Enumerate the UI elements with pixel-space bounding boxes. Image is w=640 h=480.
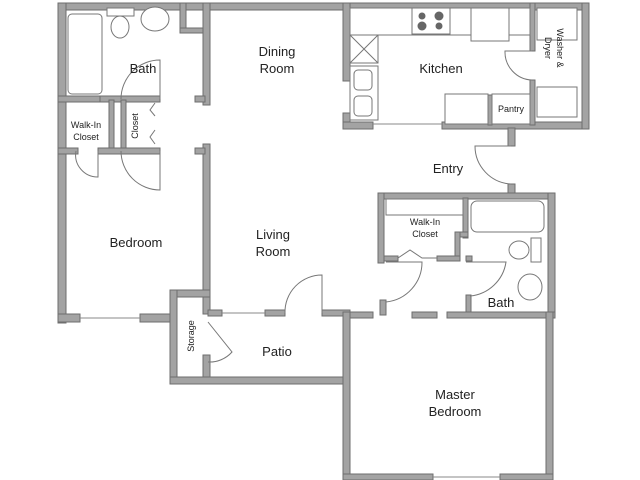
wall — [487, 94, 493, 126]
dishwasher-x — [349, 34, 379, 64]
wall — [194, 147, 206, 155]
walk-in-closet-2-door[interactable] — [397, 249, 437, 259]
wall — [57, 147, 79, 155]
wall — [342, 121, 374, 130]
label-kitchen: Kitchen — [419, 61, 462, 76]
doors — [75, 50, 533, 363]
wall — [383, 255, 399, 262]
wall — [342, 311, 351, 480]
kitchen-counter-lower — [444, 93, 489, 125]
wall — [194, 95, 206, 103]
walls — [57, 2, 590, 480]
patio-door[interactable] — [284, 274, 323, 314]
master-door[interactable] — [385, 261, 423, 303]
label-dining-2: Room — [260, 61, 295, 76]
wall — [57, 313, 81, 323]
wall — [169, 289, 178, 385]
wall — [97, 147, 161, 155]
bedroom-door[interactable] — [120, 150, 161, 191]
wall — [507, 127, 516, 147]
wall — [264, 309, 286, 317]
wall — [169, 376, 351, 385]
dryer — [536, 86, 578, 118]
closet-bifold-door[interactable] — [149, 102, 156, 145]
labels: Bath Dining Room Kitchen Washer & Dryer … — [71, 28, 565, 419]
master-bath-door[interactable] — [466, 261, 507, 297]
entry-door[interactable] — [474, 145, 512, 185]
sink-basin — [353, 69, 373, 91]
toilet — [110, 15, 130, 39]
label-washer-2: Dryer — [543, 37, 553, 59]
wall — [202, 354, 211, 381]
wall — [139, 313, 173, 323]
wall — [342, 473, 434, 480]
walk-in-closet-door[interactable] — [75, 150, 99, 178]
sink — [140, 6, 170, 32]
wall — [446, 311, 556, 319]
fixtures — [67, 6, 578, 301]
wall — [581, 2, 590, 130]
label-living-2: Room — [256, 244, 291, 259]
label-walkin-1-2: Closet — [73, 132, 99, 142]
toilet-tank — [106, 7, 135, 17]
washer — [536, 7, 578, 41]
label-bath: Bath — [130, 61, 157, 76]
wall — [120, 99, 127, 151]
label-patio: Patio — [262, 344, 292, 359]
bathtub-2 — [470, 200, 545, 233]
wall — [379, 299, 387, 316]
bath-door[interactable] — [120, 59, 161, 100]
wall — [529, 2, 536, 52]
toilet-2 — [508, 240, 530, 260]
wall — [499, 473, 554, 480]
wall — [202, 143, 211, 315]
label-entry: Entry — [433, 161, 464, 176]
wall — [202, 2, 211, 106]
wall — [411, 311, 438, 319]
label-living-1: Living — [256, 227, 290, 242]
wall — [57, 2, 67, 324]
burner — [435, 22, 443, 30]
wall — [377, 192, 385, 264]
wall — [108, 99, 115, 151]
wall — [529, 79, 536, 126]
burner — [434, 11, 444, 21]
wall — [545, 311, 554, 480]
wall — [462, 197, 469, 239]
label-pantry: Pantry — [498, 104, 525, 114]
burner — [418, 12, 426, 20]
storage-door[interactable] — [207, 321, 233, 363]
wall — [436, 255, 461, 262]
label-walkin-2-2: Closet — [412, 229, 438, 239]
label-bedroom: Bedroom — [110, 235, 163, 250]
label-closet: Closet — [130, 113, 140, 139]
label-master-2: Bedroom — [429, 404, 482, 419]
label-dining-1: Dining — [259, 44, 296, 59]
burner — [417, 21, 427, 31]
refrigerator — [470, 7, 510, 42]
wall — [465, 255, 473, 262]
toilet-tank-2 — [530, 237, 542, 263]
pantry-box — [491, 93, 531, 125]
label-master-1: Master — [435, 387, 475, 402]
bathtub — [67, 13, 103, 95]
label-bath-2: Bath — [488, 295, 515, 310]
laundry-door[interactable] — [504, 50, 533, 81]
label-walkin-2-1: Walk-In — [410, 217, 440, 227]
closet-shelf — [385, 198, 464, 216]
label-storage: Storage — [186, 320, 196, 352]
wall — [202, 2, 349, 11]
wall — [342, 2, 351, 82]
label-walkin-1-1: Walk-In — [71, 120, 101, 130]
sink-basin — [353, 95, 373, 117]
sink-2 — [517, 273, 543, 301]
label-washer-1: Washer & — [555, 28, 565, 67]
wall — [207, 309, 223, 317]
wall — [547, 192, 556, 319]
stove — [411, 7, 451, 35]
